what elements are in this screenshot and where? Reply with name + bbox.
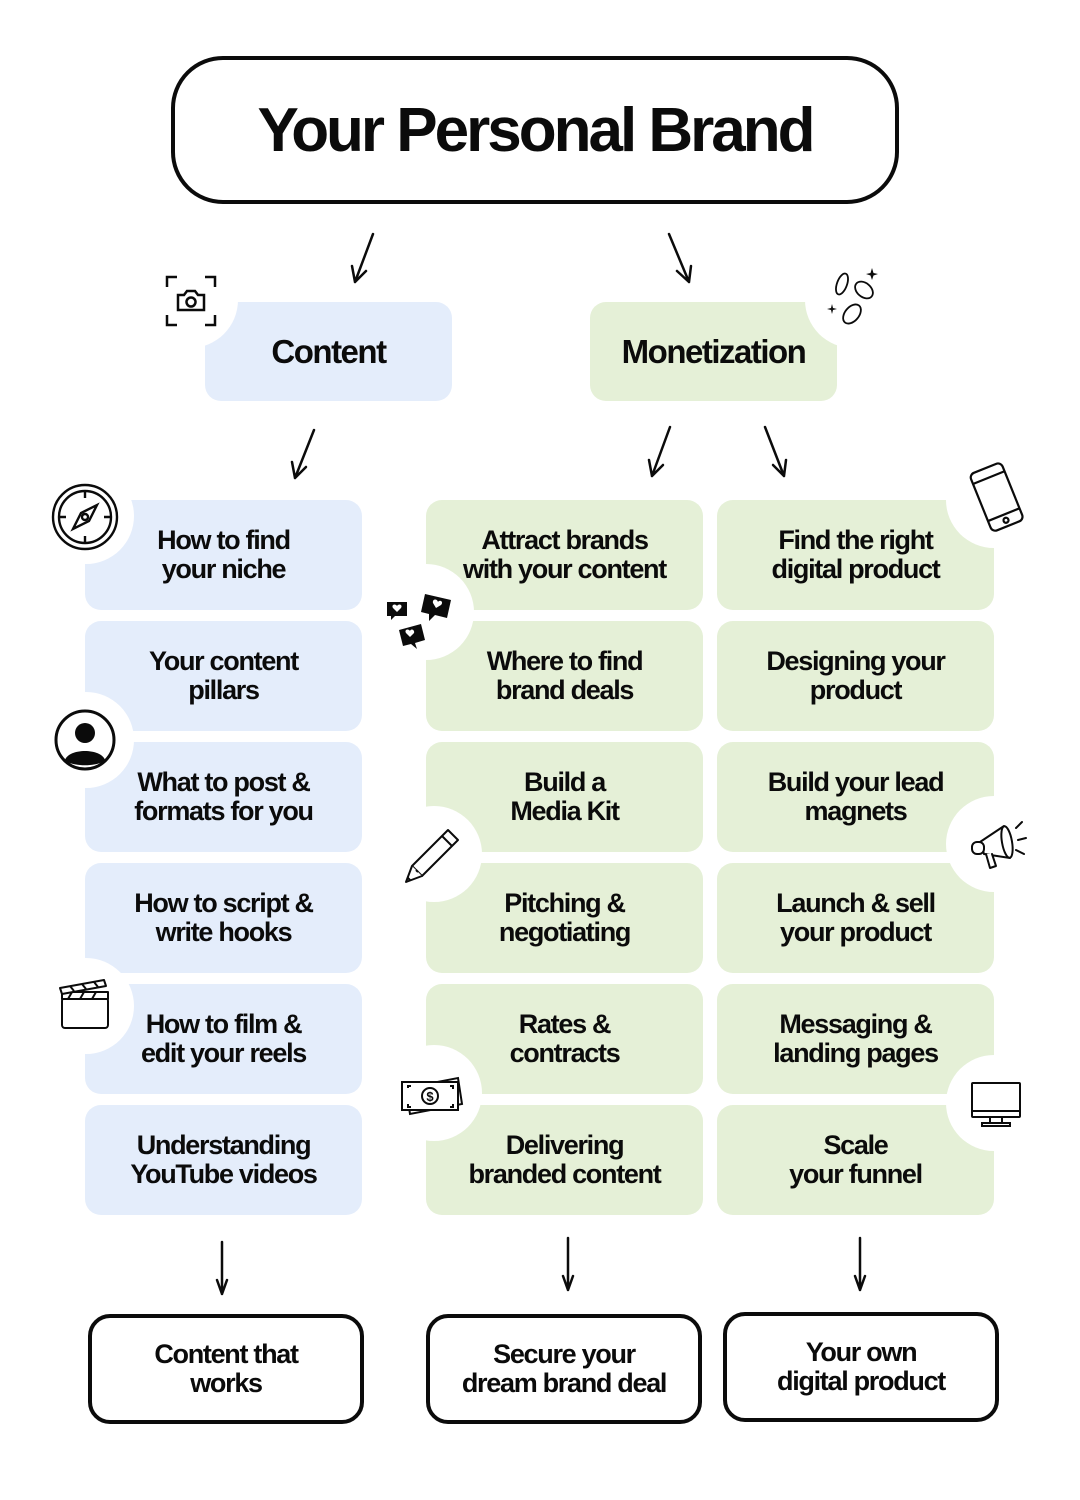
- content-item: Understanding YouTube videos: [85, 1105, 362, 1215]
- content-item: Your content pillars: [85, 621, 362, 731]
- icon-notch: [142, 252, 238, 348]
- content-item-label: How to script & write hooks: [134, 888, 314, 947]
- icon-notch: [805, 252, 901, 348]
- heart-likes-icon: [387, 594, 451, 649]
- outcome-label: Secure your dream brand deal: [461, 1339, 668, 1398]
- cash-icon: $: [401, 1076, 464, 1116]
- brand-deals-item-label: Attract brands with your content: [463, 525, 667, 584]
- content-item-label: Understanding YouTube videos: [130, 1130, 318, 1189]
- digital-product-item-label: Find the right digital product: [771, 525, 941, 584]
- brand-deals-item-label: Pitching & negotiating: [498, 888, 631, 947]
- monitor-icon: [971, 1082, 1021, 1127]
- brand-deals-item: Attract brands with your content: [426, 500, 703, 610]
- smartphone-icon: [969, 462, 1024, 532]
- title-box: Your Personal Brand: [171, 56, 899, 204]
- content-item-label: How to film & edit your reels: [140, 1009, 307, 1068]
- outcome-label: Content that works: [154, 1339, 299, 1398]
- content-item-label: What to post & formats for you: [134, 767, 314, 826]
- brand-deals-item-label: Delivering branded content: [468, 1130, 661, 1189]
- content-item: How to script & write hooks: [85, 863, 362, 973]
- brand-deals-item: Where to find brand deals: [426, 621, 703, 731]
- content-item: What to post & formats for you: [85, 742, 362, 852]
- outcome-brand-deal: Secure your dream brand deal: [426, 1314, 702, 1424]
- coins-icon: [827, 268, 878, 325]
- camera-icon: [165, 275, 217, 327]
- page-title: Your Personal Brand: [257, 95, 815, 165]
- brand-deals-item-label: Where to find brand deals: [486, 646, 644, 705]
- digital-product-item-label: Build your lead magnets: [767, 767, 945, 826]
- content-item-label: How to find your niche: [157, 525, 291, 584]
- digital-product-item-label: Launch & sell your product: [776, 888, 936, 947]
- category-content-label: Content: [271, 332, 387, 370]
- digital-product-item-label: Scale your funnel: [789, 1130, 923, 1189]
- category-monetization-label: Monetization: [621, 332, 807, 370]
- svg-text:$: $: [426, 1089, 434, 1104]
- digital-product-item: Designing your product: [717, 621, 994, 731]
- digital-product-item-label: Designing your product: [766, 646, 946, 705]
- digital-product-item-label: Messaging & landing pages: [773, 1009, 939, 1068]
- outcome-digital-product: Your own digital product: [723, 1312, 999, 1422]
- brand-deals-item-label: Build a Media Kit: [510, 767, 620, 826]
- digital-product-item: Launch & sell your product: [717, 863, 994, 973]
- category-content: Content: [205, 302, 452, 401]
- brand-deals-item-label: Rates & contracts: [509, 1009, 621, 1068]
- pencil-icon: [405, 829, 459, 883]
- digital-product-item: Find the right digital product: [717, 500, 994, 610]
- outcome-label: Your own digital product: [777, 1337, 946, 1396]
- megaphone-icon: [971, 821, 1027, 869]
- category-monetization: Monetization: [590, 302, 837, 401]
- compass-icon: [51, 483, 119, 551]
- user-avatar-icon: [54, 709, 116, 771]
- digital-product-item: Scale your funnel: [717, 1105, 994, 1215]
- content-item: How to film & edit your reels: [85, 984, 362, 1094]
- brand-deals-item: Delivering branded content: [426, 1105, 703, 1215]
- content-item-label: Your content pillars: [149, 646, 299, 705]
- outcome-content-that-works: Content that works: [88, 1314, 364, 1424]
- clapperboard-icon: [59, 979, 109, 1029]
- content-item: How to find your niche: [85, 500, 362, 610]
- digital-product-item: Messaging & landing pages: [717, 984, 994, 1094]
